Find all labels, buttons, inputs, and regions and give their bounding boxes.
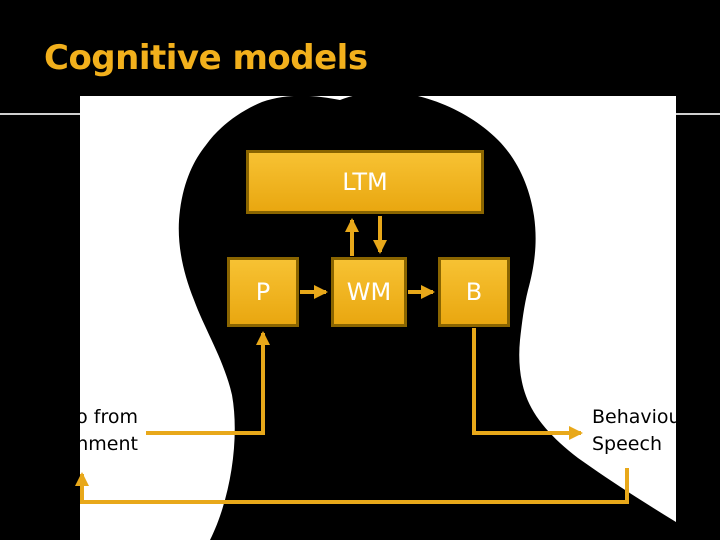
slide-title: Cognitive models xyxy=(44,38,368,78)
ltm-label: LTM xyxy=(342,168,388,196)
arrow-feedback-loop xyxy=(75,468,629,504)
wm-box: WM xyxy=(331,257,407,327)
p-box: P xyxy=(227,257,299,327)
wm-label: WM xyxy=(346,278,392,306)
input-label-line-1: Info from xyxy=(51,406,138,428)
output-label: Behaviour Speech xyxy=(592,404,688,458)
b-label: B xyxy=(465,278,483,306)
output-label-line-1: Behaviour xyxy=(592,406,689,428)
title-rule-left xyxy=(0,113,80,115)
ltm-box: LTM xyxy=(246,150,484,214)
arrow-b-to-behaviour xyxy=(472,328,583,440)
input-label-line-2: environment xyxy=(16,433,138,455)
title-rule-right xyxy=(676,113,720,115)
p-label: P xyxy=(255,278,271,306)
b-box: B xyxy=(438,257,510,327)
output-label-line-2: Speech xyxy=(592,433,662,455)
arrow-environment-to-p xyxy=(146,331,270,435)
input-label: Info from environment xyxy=(6,404,138,458)
